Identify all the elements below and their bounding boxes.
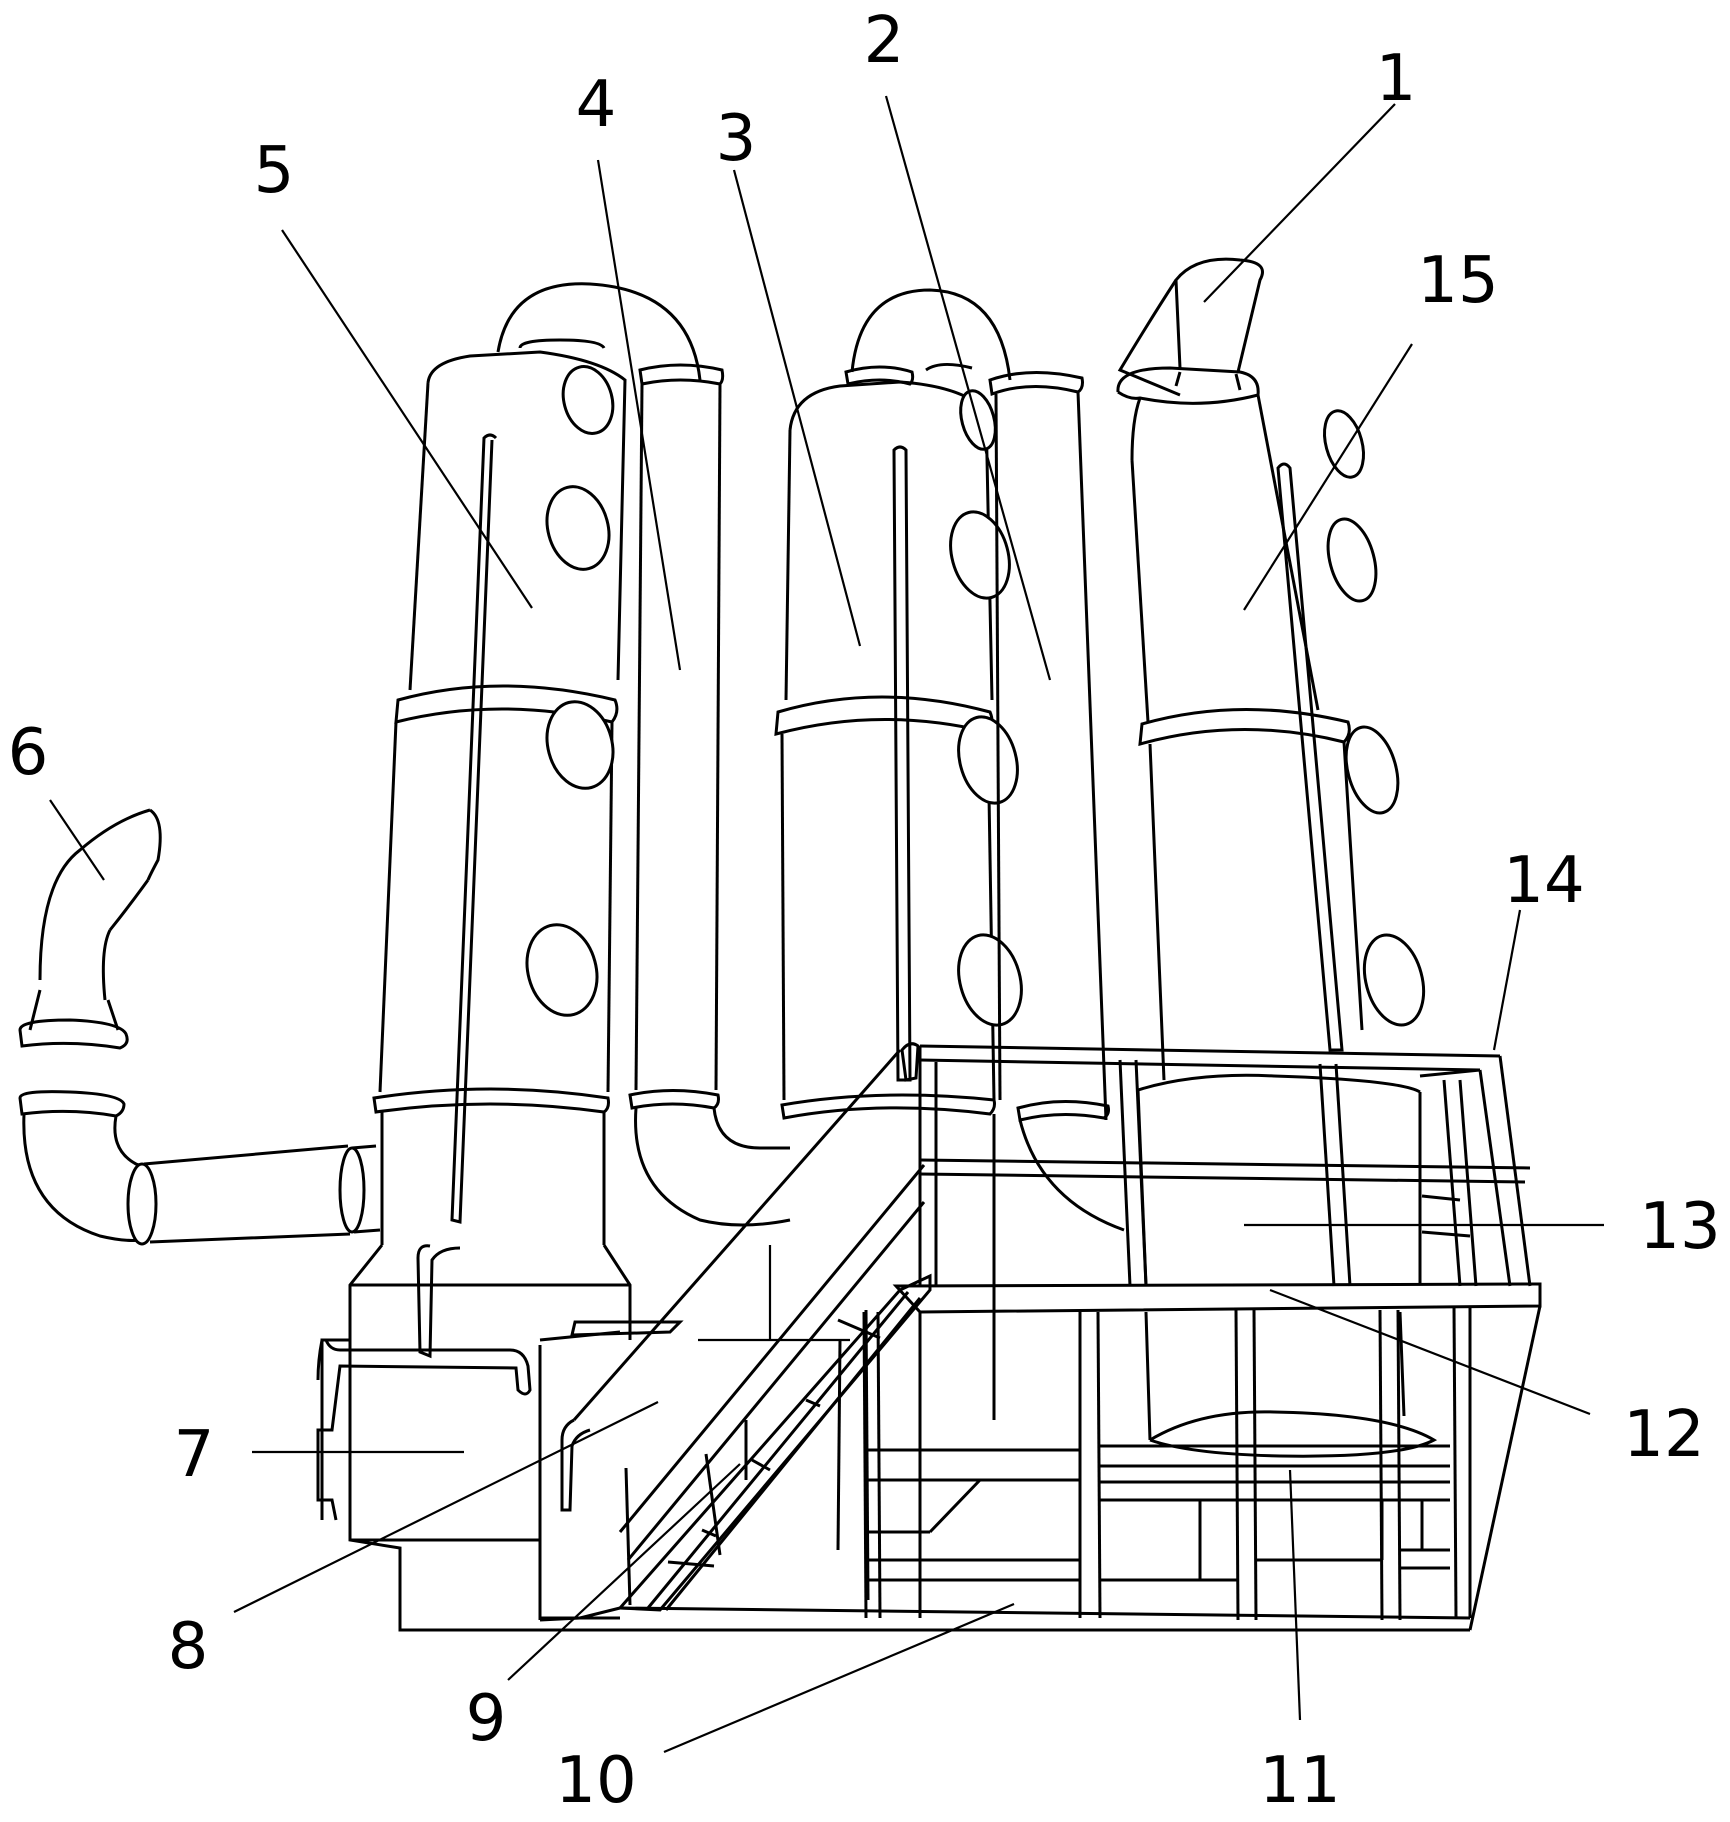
leader-6	[49, 799, 105, 881]
leader-4	[596, 159, 682, 671]
inlet-pipe-6	[18, 808, 381, 1246]
leader-5	[281, 229, 533, 609]
callout-8: 8	[168, 1610, 209, 1684]
callout-10: 10	[555, 1744, 636, 1817]
callout-7: 7	[174, 1418, 215, 1492]
callout-4: 4	[576, 68, 617, 142]
callout-labels: 1 2 3 4 5 6 7 8 9 10 11 12 13 14 15	[8, 4, 1721, 1818]
frame-11	[1078, 1305, 1472, 1621]
callout-2: 2	[864, 4, 905, 78]
leader-9	[507, 1463, 741, 1681]
callout-12: 12	[1623, 1398, 1704, 1472]
leader-8	[233, 1401, 659, 1613]
tower-5	[320, 350, 632, 1520]
pipe-2	[925, 363, 1125, 1232]
base-frame-10	[540, 1305, 1542, 1632]
callout-14: 14	[1503, 844, 1584, 918]
leader-15	[1243, 343, 1413, 611]
leader-lines	[49, 95, 1604, 1754]
callout-13: 13	[1639, 1190, 1720, 1264]
leader-2	[884, 95, 1052, 681]
tower-15	[1116, 257, 1426, 1081]
leader-12	[1269, 1288, 1591, 1416]
pipe-4	[496, 282, 791, 1227]
callout-11: 11	[1259, 1744, 1340, 1817]
callout-15: 15	[1417, 244, 1498, 318]
tank-13	[1136, 1073, 1438, 1458]
tower-3	[774, 288, 1023, 1420]
callout-1: 1	[1376, 42, 1417, 116]
leader-3	[732, 169, 862, 647]
callout-9: 9	[466, 1682, 507, 1756]
callout-5: 5	[254, 134, 295, 208]
leader-1	[1203, 103, 1396, 303]
callout-3: 3	[716, 102, 757, 176]
ladder-9	[539, 1273, 932, 1622]
leader-14	[1492, 909, 1522, 1051]
stairs-8	[560, 1042, 926, 1606]
leader-10	[663, 1602, 1015, 1754]
railing-14	[918, 1044, 1532, 1287]
leader-11	[1288, 1469, 1302, 1721]
callout-6: 6	[8, 716, 49, 790]
